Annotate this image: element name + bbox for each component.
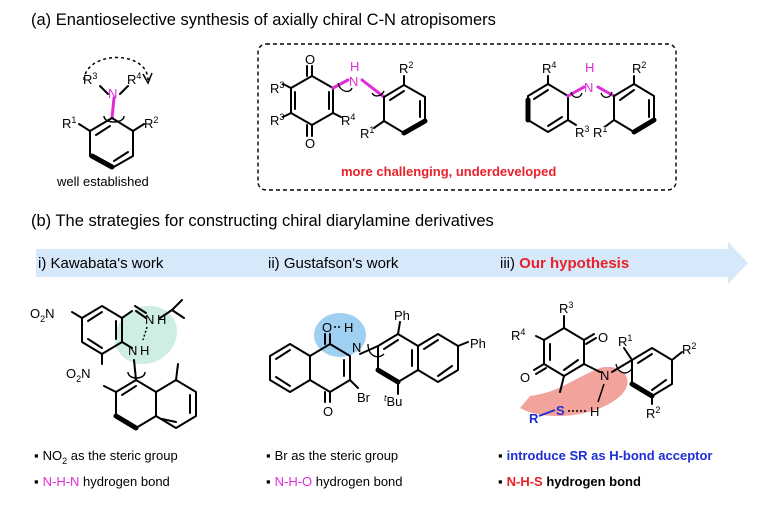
atom-n: N bbox=[584, 80, 593, 95]
nitro-group: O2N bbox=[30, 306, 55, 324]
atom-n: N bbox=[600, 368, 609, 383]
atom-o: O bbox=[598, 330, 608, 345]
atom-r2: R2 bbox=[632, 60, 646, 76]
atom-r2: R2 bbox=[399, 60, 413, 76]
atom-n: N bbox=[352, 340, 361, 355]
atom-h: H bbox=[590, 404, 599, 419]
strategy-arrow bbox=[36, 242, 748, 284]
diaryl-amine: H N R4 R3 R2 R1 bbox=[525, 60, 657, 140]
challenging-box bbox=[257, 43, 677, 191]
atom-r4: R4 bbox=[127, 71, 141, 87]
atom-r2: R2 bbox=[144, 115, 158, 131]
atom-r3: R3 bbox=[270, 80, 284, 96]
note-kawabata-steric: ▪NO2 as the steric group bbox=[34, 448, 178, 466]
atom-n: N bbox=[108, 86, 117, 101]
note-gustafson-hbond: ▪N-H-O hydrogen bond bbox=[266, 474, 403, 489]
atom-o: O bbox=[520, 370, 530, 385]
atom-r4: R4 bbox=[341, 112, 355, 128]
note-hypothesis-acceptor: ▪introduce SR as H-bond acceptor bbox=[498, 448, 712, 463]
well-established-structure: N R3 R4 R1 R2 bbox=[62, 56, 158, 170]
atom-r1: R1 bbox=[618, 333, 632, 349]
atom-r3: R3 bbox=[270, 112, 284, 128]
note-gustafson-steric: ▪Br as the steric group bbox=[266, 448, 398, 463]
atom-n: N bbox=[349, 74, 358, 89]
section-a-title: (a) Enantioselective synthesis of axiall… bbox=[31, 11, 496, 29]
atom-ph: Ph bbox=[394, 308, 410, 323]
atom-r1: R1 bbox=[62, 115, 76, 131]
atom-o-bottom: O bbox=[305, 136, 315, 151]
step-our-hypothesis: iii) Our hypothesis bbox=[500, 255, 629, 272]
well-established-caption: well established bbox=[56, 174, 149, 189]
atom-h: H bbox=[344, 320, 353, 335]
atom-s: S bbox=[556, 403, 565, 418]
atom-n: N bbox=[145, 312, 154, 327]
step-gustafson: ii) Gustafson's work bbox=[268, 255, 399, 272]
atom-h: H bbox=[140, 343, 149, 358]
atom-r3: R3 bbox=[559, 300, 573, 316]
atom-r1: R1 bbox=[360, 125, 374, 141]
atom-r2: R2 bbox=[646, 405, 660, 421]
challenging-caption: more challenging, underdeveloped bbox=[341, 164, 556, 179]
hypothesis-structure: R3 R4 O O N H S R R1 R2 R2 bbox=[511, 300, 696, 426]
atom-tbu: tBu bbox=[384, 393, 402, 409]
atom-h: H bbox=[157, 312, 166, 327]
atom-r3: R3 bbox=[575, 124, 589, 140]
gustafson-structure: O H N O Br Ph Ph tBu bbox=[269, 308, 486, 419]
atom-n: N bbox=[128, 343, 137, 358]
atom-o-top: O bbox=[305, 52, 315, 67]
atom-br: Br bbox=[357, 390, 371, 405]
atom-r3: R3 bbox=[83, 71, 97, 87]
atom-h: H bbox=[585, 60, 594, 75]
note-kawabata-hbond: ▪N-H-N hydrogen bond bbox=[34, 474, 170, 489]
atom-r: R bbox=[529, 411, 539, 426]
atom-r2: R2 bbox=[682, 341, 696, 357]
step-kawabata: i) Kawabata's work bbox=[38, 255, 164, 272]
note-hypothesis-hbond: ▪N-H-S hydrogen bond bbox=[498, 474, 641, 489]
atom-h: H bbox=[350, 59, 359, 74]
atom-r4: R4 bbox=[511, 327, 525, 343]
atom-o: O bbox=[322, 320, 332, 335]
quinone-aryl-amine: O O H N R3 R3 R4 R2 R1 bbox=[270, 52, 428, 151]
kawabata-structure: O2N N H N H O2N bbox=[30, 299, 197, 431]
atom-o: O bbox=[323, 404, 333, 419]
atom-r4: R4 bbox=[542, 60, 556, 76]
section-b-title: (b) The strategies for constructing chir… bbox=[31, 212, 494, 230]
atom-r1: R1 bbox=[593, 124, 607, 140]
nitro-group: O2N bbox=[66, 366, 91, 384]
atom-ph: Ph bbox=[470, 336, 486, 351]
